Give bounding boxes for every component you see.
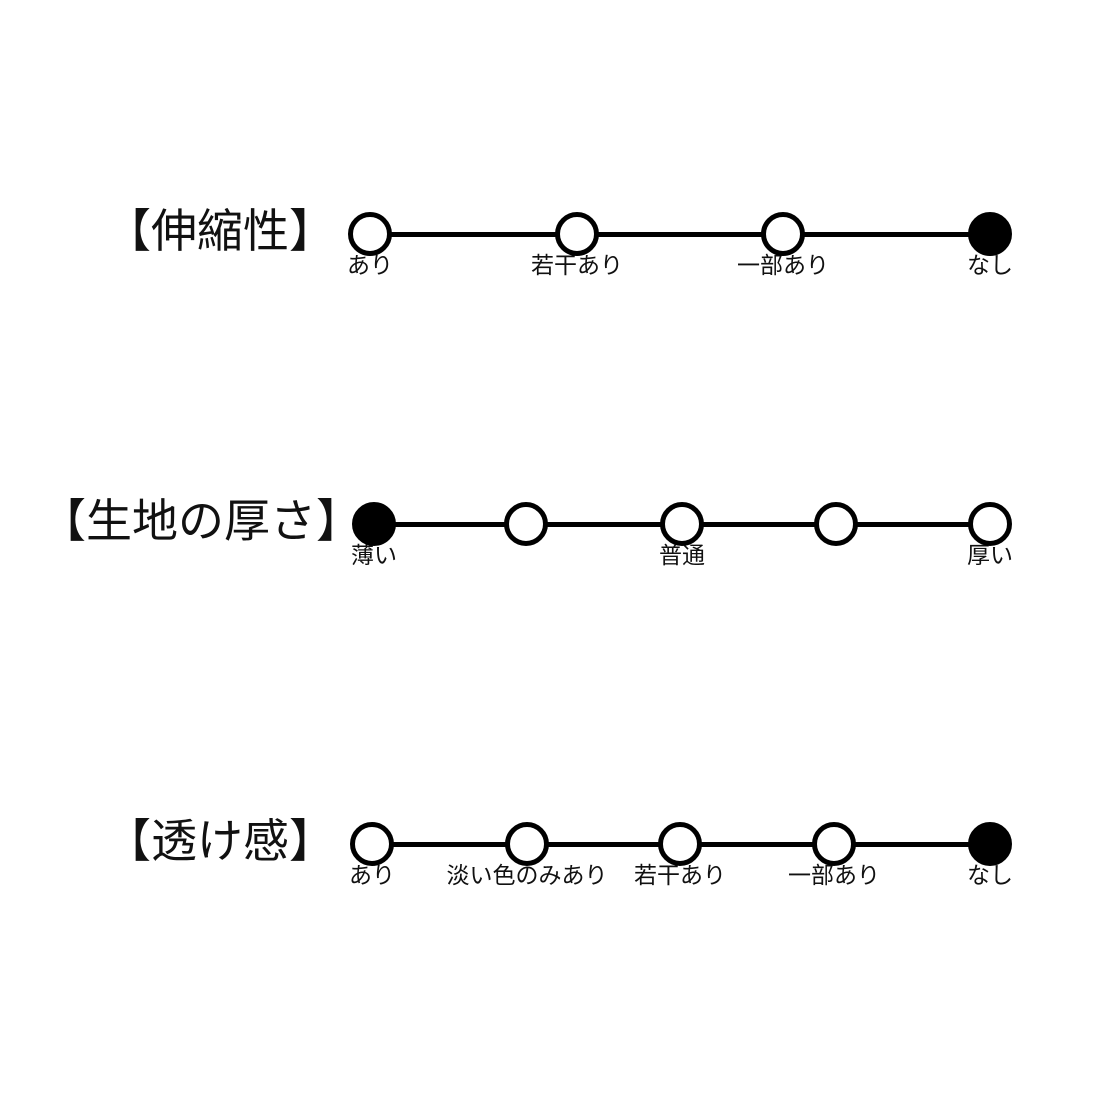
scale-row-label-stretch: 【伸縮性】 [105,205,335,257]
scale-node-sheerness-2[interactable] [658,822,702,866]
scale-axis-line [370,232,990,237]
scale-tick-label-sheerness-3: 一部あり [788,862,880,888]
scale-row-stretch: 【伸縮性】あり 若干あり 一部あり なし [0,180,1100,300]
scale-node-thickness-3[interactable] [814,502,858,546]
scale-tick-label-stretch-2: 一部あり [737,252,829,278]
scale-tick-label-thickness-2: 普通 [659,542,705,568]
scale-track-stretch [348,212,1012,256]
scale-node-selected-stretch[interactable] [968,212,1012,256]
scale-node-thickness-2[interactable] [660,502,704,546]
scale-node-selected-sheerness[interactable] [968,822,1012,866]
scale-node-selected-thickness[interactable] [352,502,396,546]
scale-tick-label-stretch-0: あり [347,252,393,278]
scale-tick-label-sheerness-0: あり [349,862,395,888]
scale-node-sheerness-1[interactable] [505,822,549,866]
scale-node-stretch-1[interactable] [555,212,599,256]
scale-tick-label-stretch-3: なし [967,252,1013,278]
scale-tick-label-stretch-1: 若干あり [531,252,623,278]
scale-tick-label-thickness-0: 薄い [351,542,397,568]
scale-row-thickness: 【生地の厚さ】薄い 普通 厚い [0,470,1100,590]
scale-node-stretch-0[interactable] [348,212,392,256]
scale-row-sheerness: 【透け感】あり 淡い色のみあり若干あり 一部あり なし [0,790,1100,910]
scale-node-thickness-4[interactable] [968,502,1012,546]
scale-tick-label-sheerness-1: 淡い色のみあり [446,862,608,888]
scale-node-thickness-1[interactable] [504,502,548,546]
scale-row-label-sheerness: 【透け感】 [105,815,335,867]
scale-track-sheerness [350,822,1012,866]
scale-tick-label-sheerness-2: 若干あり [634,862,726,888]
scale-node-sheerness-0[interactable] [350,822,394,866]
scale-tick-label-thickness-4: 厚い [967,542,1013,568]
scale-node-sheerness-3[interactable] [812,822,856,866]
scale-row-label-thickness: 【生地の厚さ】 [40,495,362,547]
scale-track-thickness [352,502,1012,546]
scale-tick-label-sheerness-4: なし [967,862,1013,888]
scale-node-stretch-2[interactable] [761,212,805,256]
